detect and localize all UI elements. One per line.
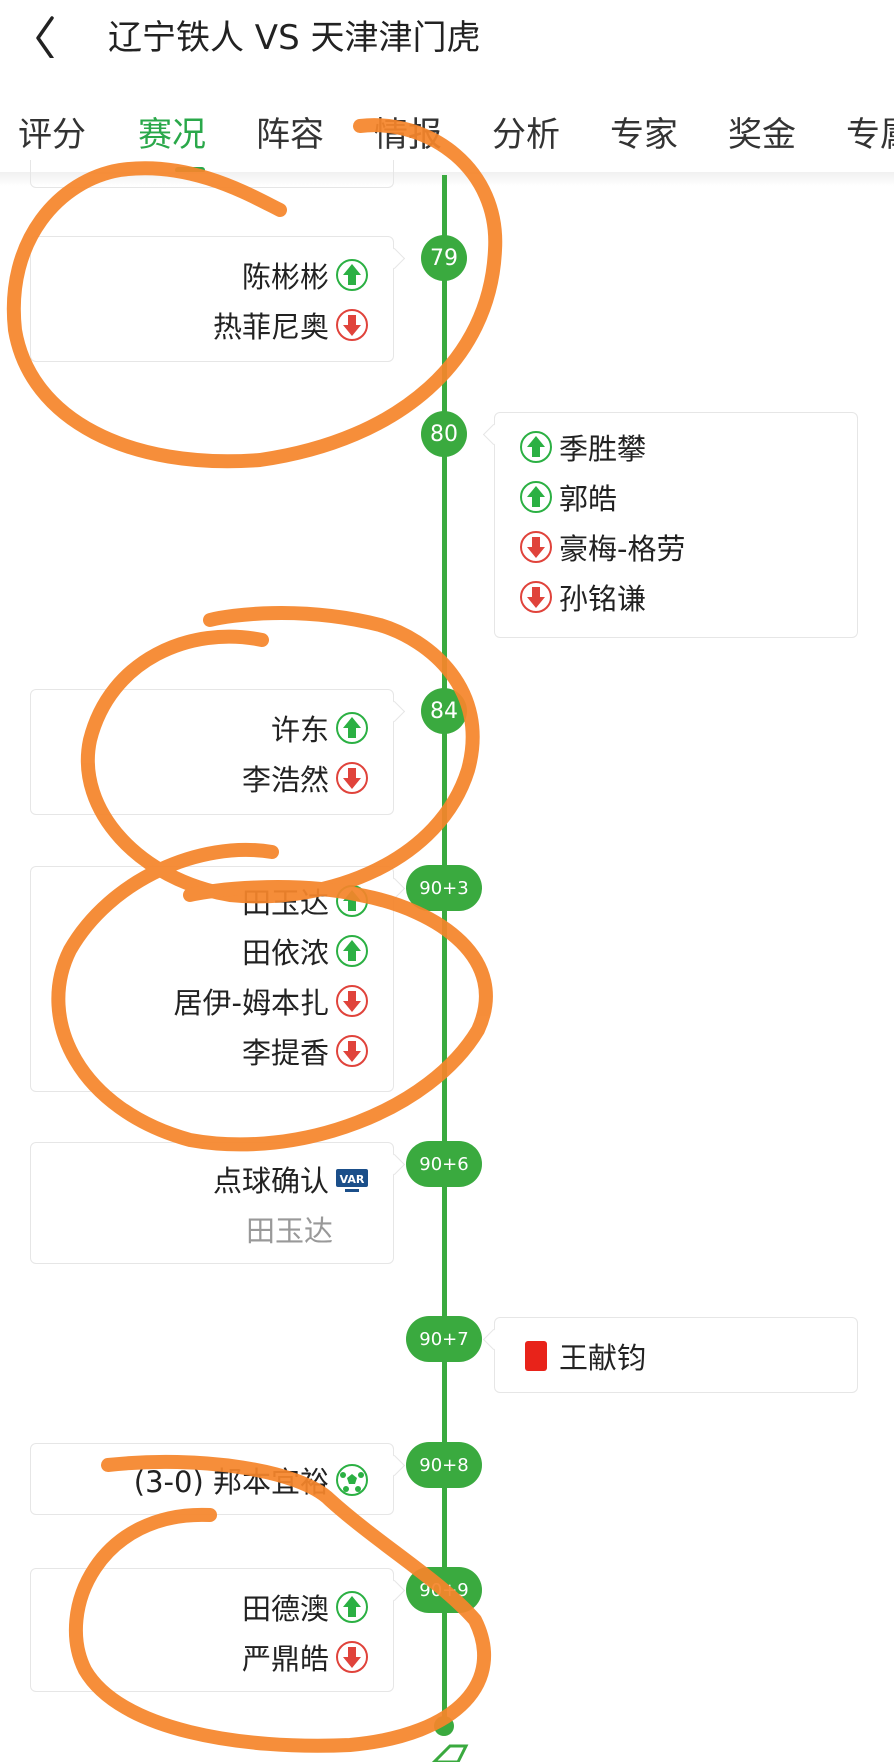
goal-scorer: (3-0) 邦本宜裕 — [133, 1465, 329, 1499]
event-row: 田德澳 — [242, 1585, 369, 1629]
sub-in-icon — [336, 259, 368, 291]
sub-in-icon — [520, 481, 552, 513]
back-button[interactable] — [28, 8, 68, 60]
minute-marker: 90+6 — [406, 1141, 482, 1187]
player-name: 王献钧 — [559, 1341, 647, 1375]
timeline-line — [442, 175, 447, 1725]
event-row: 郭皓 — [519, 475, 617, 519]
player-name: 陈彬彬 — [241, 260, 329, 294]
previous-event-card — [30, 160, 394, 188]
svg-text:VAR: VAR — [340, 1173, 365, 1186]
event-row: 王献钧 — [519, 1334, 646, 1378]
player-name: 季胜攀 — [559, 432, 647, 466]
player-name: 田依浓 — [241, 936, 329, 970]
tab-live[interactable]: 赛况 — [138, 115, 206, 155]
event-row: 严鼎皓 — [242, 1635, 369, 1679]
event-row: 居伊-姆本扎 — [174, 979, 369, 1023]
event-card[interactable]: 点球确认 VAR 田玉达 — [30, 1142, 394, 1264]
event-row: 田玉达 — [246, 1207, 333, 1251]
player-name: 田玉达 — [245, 1214, 333, 1248]
chevron-left-icon — [36, 16, 54, 60]
tab-prize[interactable]: 奖金 — [728, 115, 796, 155]
minute-marker: 90+3 — [406, 865, 482, 911]
event-row: 陈彬彬 — [242, 253, 369, 297]
header-bar: 辽宁铁人 VS 天津津门虎 — [0, 0, 894, 70]
event-row: (3-0) 邦本宜裕 — [134, 1458, 369, 1502]
event-card[interactable]: 田玉达 田依浓 居伊-姆本扎 李提香 — [30, 866, 394, 1092]
event-card[interactable]: (3-0) 邦本宜裕 — [30, 1443, 394, 1515]
event-card[interactable]: 王献钧 — [494, 1317, 858, 1393]
player-name: 孙铭谦 — [559, 582, 647, 616]
sub-out-icon — [336, 985, 368, 1017]
event-card[interactable]: 陈彬彬 热菲尼奥 — [30, 236, 394, 362]
minute-marker: 90+7 — [406, 1316, 482, 1362]
sub-in-icon — [336, 935, 368, 967]
minute-marker: 90+9 — [406, 1567, 482, 1613]
event-card[interactable]: 田德澳 严鼎皓 — [30, 1568, 394, 1692]
tab-intel[interactable]: 情报 — [374, 115, 442, 155]
match-title: 辽宁铁人 VS 天津津门虎 — [108, 18, 481, 58]
event-row: 田依浓 — [242, 929, 369, 973]
minute-marker: 80 — [421, 411, 467, 457]
player-name: 豪梅-格劳 — [559, 532, 686, 566]
player-name: 李浩然 — [241, 763, 329, 797]
sub-out-icon — [336, 1035, 368, 1067]
event-description: 点球确认 — [212, 1164, 329, 1198]
red-card-icon — [525, 1341, 547, 1371]
sub-out-icon — [336, 762, 368, 794]
minute-marker: 79 — [421, 235, 467, 281]
minute-marker: 90+8 — [406, 1442, 482, 1488]
sub-out-icon — [520, 581, 552, 613]
event-row: 李浩然 — [242, 756, 369, 800]
tab-exclusive[interactable]: 专属 — [846, 115, 894, 155]
flag-icon — [431, 1744, 469, 1762]
event-row: 许东 — [271, 706, 369, 750]
goal-icon — [336, 1464, 368, 1496]
tab-analysis[interactable]: 分析 — [492, 115, 560, 155]
minute-marker: 84 — [421, 688, 467, 734]
sub-in-icon — [336, 712, 368, 744]
event-card[interactable]: 季胜攀 郭皓 豪梅-格劳 孙铭谦 — [494, 412, 858, 638]
player-name: 李提香 — [241, 1036, 329, 1070]
player-name: 居伊-姆本扎 — [173, 986, 329, 1020]
event-row: 点球确认 VAR — [213, 1157, 369, 1201]
event-row: 季胜攀 — [519, 425, 646, 469]
timeline-end-dot — [434, 1716, 454, 1736]
event-row: 李提香 — [242, 1029, 369, 1073]
tab-rating[interactable]: 评分 — [18, 115, 86, 155]
event-row: 田玉达 — [242, 879, 369, 923]
event-row: 热菲尼奥 — [213, 303, 369, 347]
sub-in-icon — [336, 1591, 368, 1623]
player-name: 严鼎皓 — [241, 1642, 329, 1676]
sub-out-icon — [336, 1641, 368, 1673]
player-name: 田德澳 — [241, 1592, 329, 1626]
var-icon: VAR — [336, 1169, 368, 1192]
event-row: 孙铭谦 — [519, 575, 646, 619]
tab-lineup[interactable]: 阵容 — [256, 115, 324, 155]
player-name: 热菲尼奥 — [212, 310, 329, 344]
sub-in-icon — [336, 885, 368, 917]
player-name: 田玉达 — [241, 886, 329, 920]
sub-out-icon — [520, 531, 552, 563]
player-name: 郭皓 — [559, 482, 618, 516]
sub-out-icon — [336, 309, 368, 341]
event-card[interactable]: 许东 李浩然 — [30, 689, 394, 815]
player-name: 许东 — [270, 713, 329, 747]
event-row: 豪梅-格劳 — [519, 525, 685, 569]
sub-in-icon — [520, 431, 552, 463]
tab-experts[interactable]: 专家 — [610, 115, 678, 155]
